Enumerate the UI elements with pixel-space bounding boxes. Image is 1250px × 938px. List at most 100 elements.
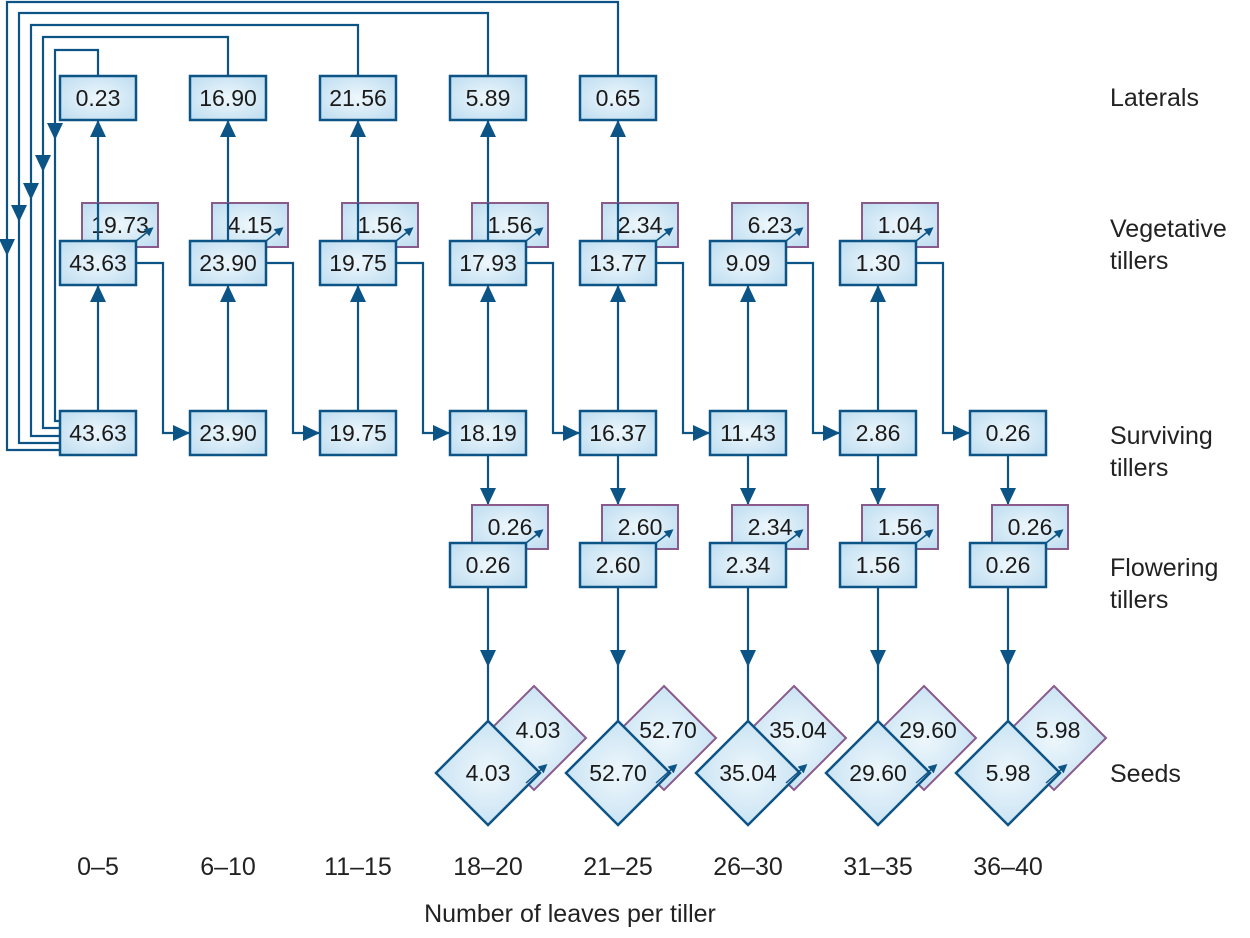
row-label-laterals: Laterals [1110,84,1199,112]
vegetative-back-box-value: 4.15 [228,212,273,238]
surviving-box [188,409,268,457]
laterals-box [578,74,658,122]
small-arrow-icon [135,227,154,242]
vegetative-box-value: 43.63 [69,250,127,276]
vegetative-back-box-value: 1.56 [488,212,533,238]
vegetative-back-box-value: 2.34 [618,212,663,238]
feedback-loop-line [17,11,490,445]
arrowhead-icon [740,488,756,505]
vegetative-to-next-surviving-line [266,261,320,435]
flowering-box-value: 2.60 [596,552,641,578]
small-arrow-icon [1045,764,1068,784]
vegetative-box-value: 23.90 [199,250,257,276]
flowering-back-box [471,504,549,550]
vegetative-back-box-value: 1.04 [878,212,923,238]
flowering-box [708,541,788,589]
arrowhead-icon [220,285,236,302]
vegetative-back-box [731,202,809,248]
feedback-loop-line [53,48,100,423]
feedback-arrow-icon [0,239,15,256]
arrowhead-icon [610,120,626,137]
surviving-box [708,409,788,457]
small-arrow-icon [265,227,284,242]
laterals-box-value: 16.90 [199,85,257,111]
vegetative-back-box-value: 6.23 [748,212,793,238]
surviving-box [318,409,398,457]
x-axis-category-label: 26–30 [713,853,783,881]
surviving-box [578,409,658,457]
seeds-diamond [954,719,1062,827]
flowering-back-box [601,504,679,550]
surviving-box-value: 16.37 [589,420,647,446]
arrowhead-icon [870,650,886,667]
feedback-arrow-icon [11,205,27,222]
seeds-diamond-value: 52.70 [589,760,647,786]
x-axis-category-label: 36–40 [973,853,1043,881]
flowering-box-value: 0.26 [986,552,1031,578]
small-arrow-icon [915,764,938,784]
vegetative-box-value: 19.75 [329,250,387,276]
laterals-box-value: 0.23 [76,85,121,111]
arrowhead-icon [870,285,886,302]
x-axis-category-label: 0–5 [77,853,119,881]
vegetative-to-next-surviving-line [916,261,970,435]
small-arrow-icon [655,227,674,242]
seeds-diamond [694,719,802,827]
arrowhead-icon [480,488,496,505]
small-arrow-icon [915,227,934,242]
vegetative-back-box [471,202,549,248]
vegetative-to-next-surviving-line [656,261,710,435]
flowering-back-box-value: 2.34 [748,514,793,540]
laterals-box-value: 5.89 [466,85,511,111]
vegetative-box [838,239,918,287]
surviving-box-value: 23.90 [199,420,257,446]
vegetative-box-value: 13.77 [589,250,647,276]
arrowhead-icon [610,488,626,505]
arrowhead-icon [480,120,496,137]
seeds-diamond [824,719,932,827]
arrowhead-icon [953,425,970,441]
arrowhead-icon [563,425,580,441]
vegetative-to-next-surviving-line [526,261,580,435]
feedback-loop-line [29,23,360,438]
small-arrow-icon [785,227,804,242]
arrowhead-icon [350,285,366,302]
arrowhead-icon [433,425,450,441]
vegetative-to-next-surviving-line [136,261,190,435]
x-axis-title: Number of leaves per tiller [424,900,716,928]
arrowhead-icon [610,285,626,302]
row-label-surviving: Surviving tillers [1110,422,1213,482]
vegetative-back-box-value: 19.73 [91,212,149,238]
arrowhead-icon [610,650,626,667]
row-label-seeds: Seeds [1110,760,1181,788]
small-arrow-icon [655,529,674,544]
arrowhead-icon [1000,650,1016,667]
small-arrow-icon [785,764,808,784]
feedback-loop-line [5,0,620,452]
arrowhead-icon [303,425,320,441]
feedback-arrow-icon [47,123,63,140]
seeds-back-diamond-value: 52.70 [639,717,697,743]
seeds-diamond [564,719,672,827]
flowering-back-box-value: 1.56 [878,514,923,540]
flowering-box-value: 0.26 [466,552,511,578]
laterals-box [448,74,528,122]
seeds-back-diamond-value: 29.60 [899,717,957,743]
x-axis-category-label: 11–15 [324,853,392,881]
laterals-box [58,74,138,122]
flowering-back-box [991,504,1069,550]
small-arrow-icon [915,529,934,544]
arrowhead-icon [870,488,886,505]
seeds-back-diamond-value: 4.03 [516,717,561,743]
vegetative-back-box-value: 1.56 [358,212,403,238]
flowering-back-box-value: 0.26 [488,514,533,540]
laterals-box [318,74,398,122]
seeds-diamond [434,719,542,827]
flowering-box [448,541,528,589]
surviving-box [838,409,918,457]
flowering-box [968,541,1048,589]
surviving-box [58,409,138,457]
x-axis-category-label: 18–20 [453,853,523,881]
